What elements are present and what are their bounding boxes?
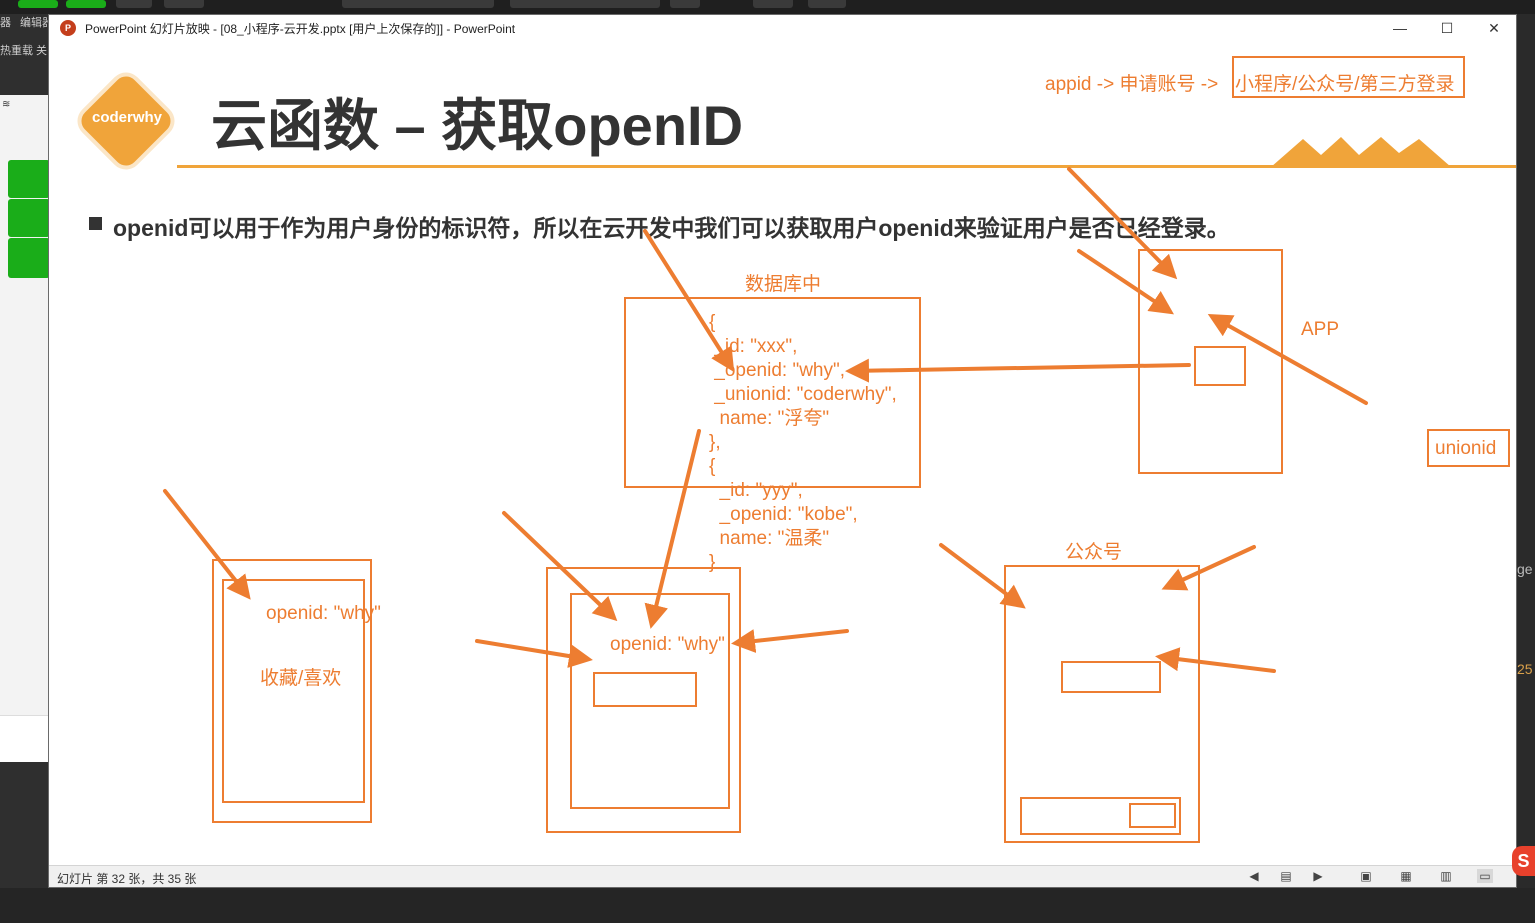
maximize-button[interactable]: ☐ <box>1440 20 1454 36</box>
second-phone-inner-box <box>593 672 697 707</box>
arrow <box>1161 545 1256 591</box>
app-inner-box <box>1194 346 1246 386</box>
next-slide-icon[interactable]: ▶ <box>1313 869 1323 883</box>
background-fragment: 25 <box>1517 661 1533 677</box>
annotation-arrows <box>163 167 1368 673</box>
app-phone-box <box>1138 249 1283 474</box>
appid-box <box>1232 56 1465 98</box>
background-app-topbar <box>0 0 1535 14</box>
background-green-block <box>8 238 50 278</box>
background-tab <box>342 0 494 8</box>
close-button[interactable]: ✕ <box>1488 20 1500 36</box>
normal-view-icon[interactable]: ▣ <box>1360 869 1372 883</box>
mini-program-phone-outer <box>212 559 372 823</box>
arrow <box>475 639 593 668</box>
window-title: PowerPoint 幻灯片放映 - [08_小程序-云开发.pptx [用户上… <box>85 22 516 36</box>
unionid-box <box>1427 429 1510 467</box>
second-phone-inner <box>570 593 730 809</box>
official-account-inner-box <box>1061 661 1161 693</box>
powerpoint-window: P PowerPoint 幻灯片放映 - [08_小程序-云开发.pptx [用… <box>48 14 1517 888</box>
input-method-icon[interactable]: S <box>1512 846 1535 876</box>
mini-program-phone-inner <box>222 579 365 803</box>
previous-slide-icon[interactable]: ◀ <box>1249 869 1259 883</box>
background-simulator: ≋ <box>0 95 50 715</box>
slide[interactable]: coderwhy 云函数 – 获取openID appid -> 申请账号 ->… <box>49 41 1516 865</box>
reading-view-icon[interactable]: ▥ <box>1440 869 1452 883</box>
background-simulator-footer <box>0 715 50 762</box>
database-box <box>624 297 921 488</box>
background-right-panel: ge 25 <box>1517 14 1535 923</box>
background-tab <box>510 0 660 8</box>
arrow <box>1077 249 1174 315</box>
phone1-openid: openid: "why" <box>266 603 381 624</box>
arrow <box>163 489 251 600</box>
minimize-button[interactable]: — <box>1393 20 1407 36</box>
background-green-block <box>8 199 50 237</box>
bullet-text: openid可以用于作为用户身份的标识符，所以在云开发中我们可以获取用户open… <box>113 215 1230 241</box>
title-bar[interactable]: P PowerPoint 幻灯片放映 - [08_小程序-云开发.pptx [用… <box>49 15 1516 41</box>
logo-text: coderwhy <box>91 109 163 126</box>
title-underline <box>177 165 1516 168</box>
background-green-button <box>18 0 58 8</box>
arrow <box>644 429 701 629</box>
official-account-bottom-button <box>1129 803 1176 828</box>
phone1-caption: 收藏/喜欢 <box>260 668 342 689</box>
background-tab <box>116 0 152 8</box>
appid-boxed-text: 小程序/公众号/第三方登录 <box>1235 74 1455 95</box>
official-account-label: 公众号 <box>1065 542 1123 563</box>
slideshow-view-icon[interactable]: ▭ <box>1477 869 1493 883</box>
app-label: APP <box>1301 319 1340 340</box>
background-label: 器 <box>0 17 11 29</box>
second-phone-outer <box>546 567 741 833</box>
official-account-phone <box>1004 565 1200 843</box>
status-bar: 幻灯片 第 32 张，共 35 张 ◀ ▤ ▶ ▣ ▦ ▥ ▭ <box>49 865 1516 887</box>
phone2-openid: openid: "why" <box>610 634 725 655</box>
slide-sorter-icon[interactable]: ▦ <box>1400 869 1412 883</box>
arrow <box>731 629 849 653</box>
background-fragment: ge <box>1517 561 1533 577</box>
appid-note: appid -> 申请账号 -> <box>1045 74 1219 95</box>
background-label: 编辑器 <box>20 17 53 29</box>
background-green-button <box>66 0 106 8</box>
wifi-icon: ≋ <box>2 99 11 110</box>
arrow <box>1155 647 1276 673</box>
arrow <box>502 511 618 622</box>
background-tab <box>164 0 204 8</box>
slide-counter: 幻灯片 第 32 张，共 35 张 <box>57 872 197 886</box>
slide-title: 云函数 – 获取openID <box>211 94 744 157</box>
arrow <box>1067 167 1178 280</box>
slide-menu-icon[interactable]: ▤ <box>1280 869 1292 883</box>
background-bottom <box>0 888 1535 923</box>
arrow <box>845 358 1191 383</box>
mountain-decoration <box>1271 137 1451 167</box>
background-tab <box>808 0 846 8</box>
powerpoint-icon: P <box>60 20 76 36</box>
background-label: 热重载 关 <box>0 45 48 57</box>
arrow <box>643 229 735 373</box>
arrow <box>1207 314 1368 405</box>
bullet-marker <box>89 217 102 230</box>
background-green-block <box>8 160 50 198</box>
official-account-bottom-bar <box>1020 797 1181 835</box>
database-label: 数据库中 <box>745 274 822 295</box>
background-tab <box>670 0 700 8</box>
background-tab <box>753 0 793 8</box>
unionid-label: unionid <box>1435 438 1497 459</box>
arrow <box>939 543 1026 609</box>
